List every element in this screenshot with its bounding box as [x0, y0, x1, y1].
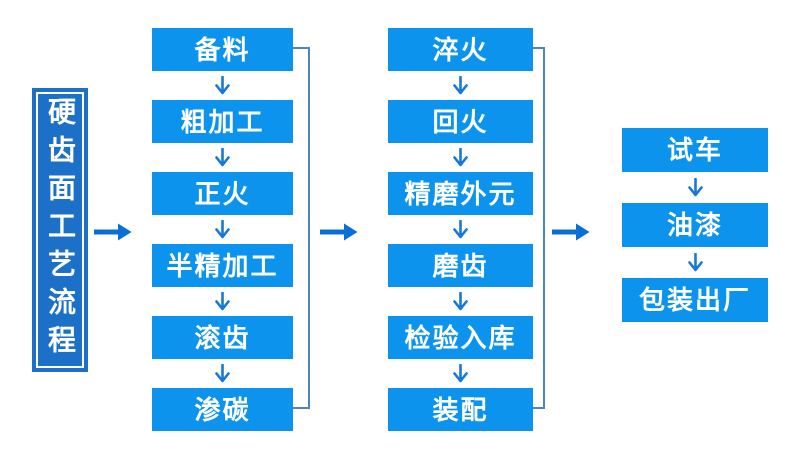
step-box: 淬火 — [388, 28, 533, 71]
down-arrow-icon — [453, 148, 468, 167]
process-step-label: 回火 — [432, 106, 489, 137]
process-step-label: 滚齿 — [194, 322, 251, 353]
down-arrow-icon — [215, 220, 230, 239]
process-step-label: 粗加工 — [180, 106, 265, 137]
step-box: 粗加工 — [152, 100, 293, 143]
step-box: 滚齿 — [152, 316, 293, 359]
title-inner-border: 硬齿面工艺流程 — [36, 92, 84, 368]
down-arrow-icon — [453, 220, 468, 239]
connector-bracket-column1 — [293, 47, 310, 409]
right-arrow-icon — [552, 223, 590, 241]
right-arrow-icon — [320, 223, 358, 241]
step-box: 磨齿 — [388, 244, 533, 287]
down-arrow-icon — [215, 76, 230, 95]
process-step-label: 检验入库 — [404, 322, 517, 353]
process-step-label: 磨齿 — [432, 250, 489, 281]
down-arrow-icon — [453, 76, 468, 95]
down-arrow-icon — [215, 148, 230, 167]
step-box: 油漆 — [622, 203, 768, 247]
step-box: 半精加工 — [152, 244, 293, 287]
connector-bracket-column2 — [533, 47, 545, 409]
down-arrow-icon — [453, 292, 468, 311]
down-arrow-icon — [688, 178, 703, 197]
process-step-label: 渗碳 — [194, 394, 251, 425]
process-step-label: 精磨外元 — [404, 178, 517, 209]
step-box: 装配 — [388, 388, 533, 431]
process-step-label: 半精加工 — [166, 250, 279, 281]
down-arrow-icon — [453, 364, 468, 383]
process-step-label: 备料 — [194, 34, 251, 65]
diagram-title: 硬齿面工艺流程 — [45, 97, 76, 363]
step-box: 渗碳 — [152, 388, 293, 431]
step-box: 试车 — [622, 128, 768, 172]
process-step-label: 正火 — [194, 178, 251, 209]
step-box: 精磨外元 — [388, 172, 533, 215]
process-step-label: 装配 — [432, 394, 489, 425]
process-step-label: 包装出厂 — [638, 285, 751, 315]
process-step-label: 试车 — [666, 135, 723, 165]
process-step-label: 油漆 — [666, 210, 723, 240]
step-box: 备料 — [152, 28, 293, 71]
process-step-label: 淬火 — [432, 34, 489, 65]
step-box: 回火 — [388, 100, 533, 143]
step-box: 包装出厂 — [622, 278, 768, 322]
down-arrow-icon — [688, 253, 703, 272]
step-box: 检验入库 — [388, 316, 533, 359]
right-arrow-icon — [94, 223, 132, 241]
down-arrow-icon — [215, 364, 230, 383]
process-title-box: 硬齿面工艺流程 — [32, 88, 88, 372]
down-arrow-icon — [215, 292, 230, 311]
step-box: 正火 — [152, 172, 293, 215]
